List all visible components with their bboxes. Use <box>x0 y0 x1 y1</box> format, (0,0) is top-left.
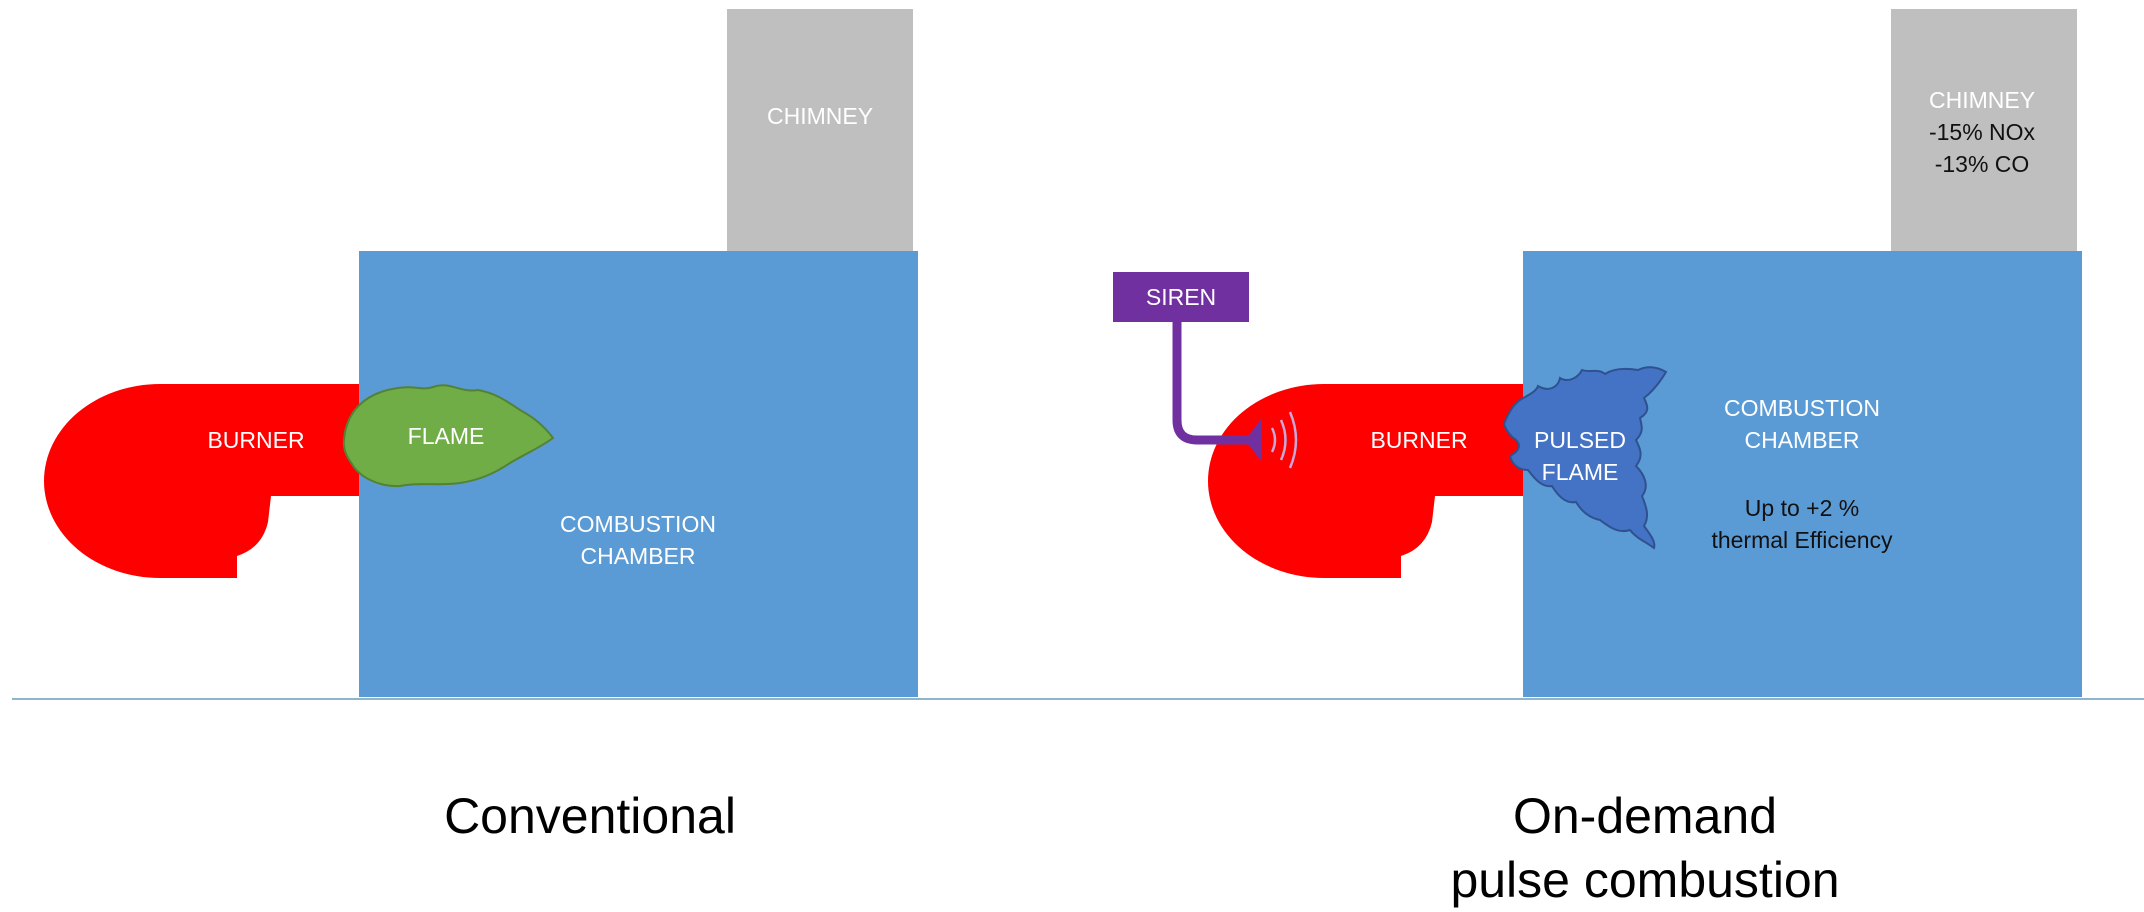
pulse-caption-line1: On-demand <box>1512 788 1778 844</box>
conventional-chamber-label-line1: COMBUSTION <box>560 511 716 537</box>
siren-label: SIREN <box>1145 284 1217 310</box>
pulse-chamber-label: COMBUSTION CHAMBER <box>1724 392 1880 456</box>
pulse-chimney-label-line1: CHIMNEY <box>1928 87 2036 113</box>
pulse-chimney <box>1891 9 2077 253</box>
pulsed-flame-label-line1: PULSED <box>1533 427 1627 453</box>
conventional-burner <box>44 384 359 578</box>
conventional-flame <box>342 384 555 488</box>
conventional-chamber-label: COMBUSTION CHAMBER <box>560 508 716 572</box>
pulse-chamber-label-line2: CHAMBER <box>1744 427 1860 453</box>
siren-horn <box>1245 418 1262 462</box>
siren-pipe <box>1172 322 1250 445</box>
pulsed-flame-label: PULSED FLAME <box>1534 424 1626 488</box>
pulse-chimney-nox-label: -15% NOx <box>1928 119 2036 145</box>
siren-box <box>1113 272 1249 322</box>
pulse-caption: On-demand pulse combustion <box>1450 784 1839 912</box>
pulse-chamber-label-line1: COMBUSTION <box>1724 395 1880 421</box>
efficiency-label-line1: Up to +2 % <box>1744 495 1860 521</box>
conventional-flame-label: FLAME <box>407 423 485 449</box>
pulse-burner-label: BURNER <box>1370 427 1468 453</box>
pulse-caption-line2: pulse combustion <box>1450 852 1840 908</box>
pulsed-flame <box>1502 366 1668 550</box>
conventional-burner-label: BURNER <box>207 427 305 453</box>
pulsed-flame-label-line2: FLAME <box>1541 459 1619 485</box>
efficiency-label-line2: thermal Efficiency <box>1711 527 1893 553</box>
conventional-chimney <box>727 9 913 253</box>
conventional-chamber-label-line2: CHAMBER <box>580 543 696 569</box>
pulse-burner <box>1208 384 1523 578</box>
sound-wave-icon <box>1270 411 1298 469</box>
efficiency-label: Up to +2 % thermal Efficiency <box>1711 492 1892 556</box>
pulse-chimney-co-label: -13% CO <box>1934 151 2030 177</box>
conventional-chimney-label: CHIMNEY <box>766 103 874 129</box>
pulse-chimney-label: CHIMNEY -15% NOx -13% CO <box>1929 84 2035 180</box>
conventional-caption: Conventional <box>444 788 736 844</box>
